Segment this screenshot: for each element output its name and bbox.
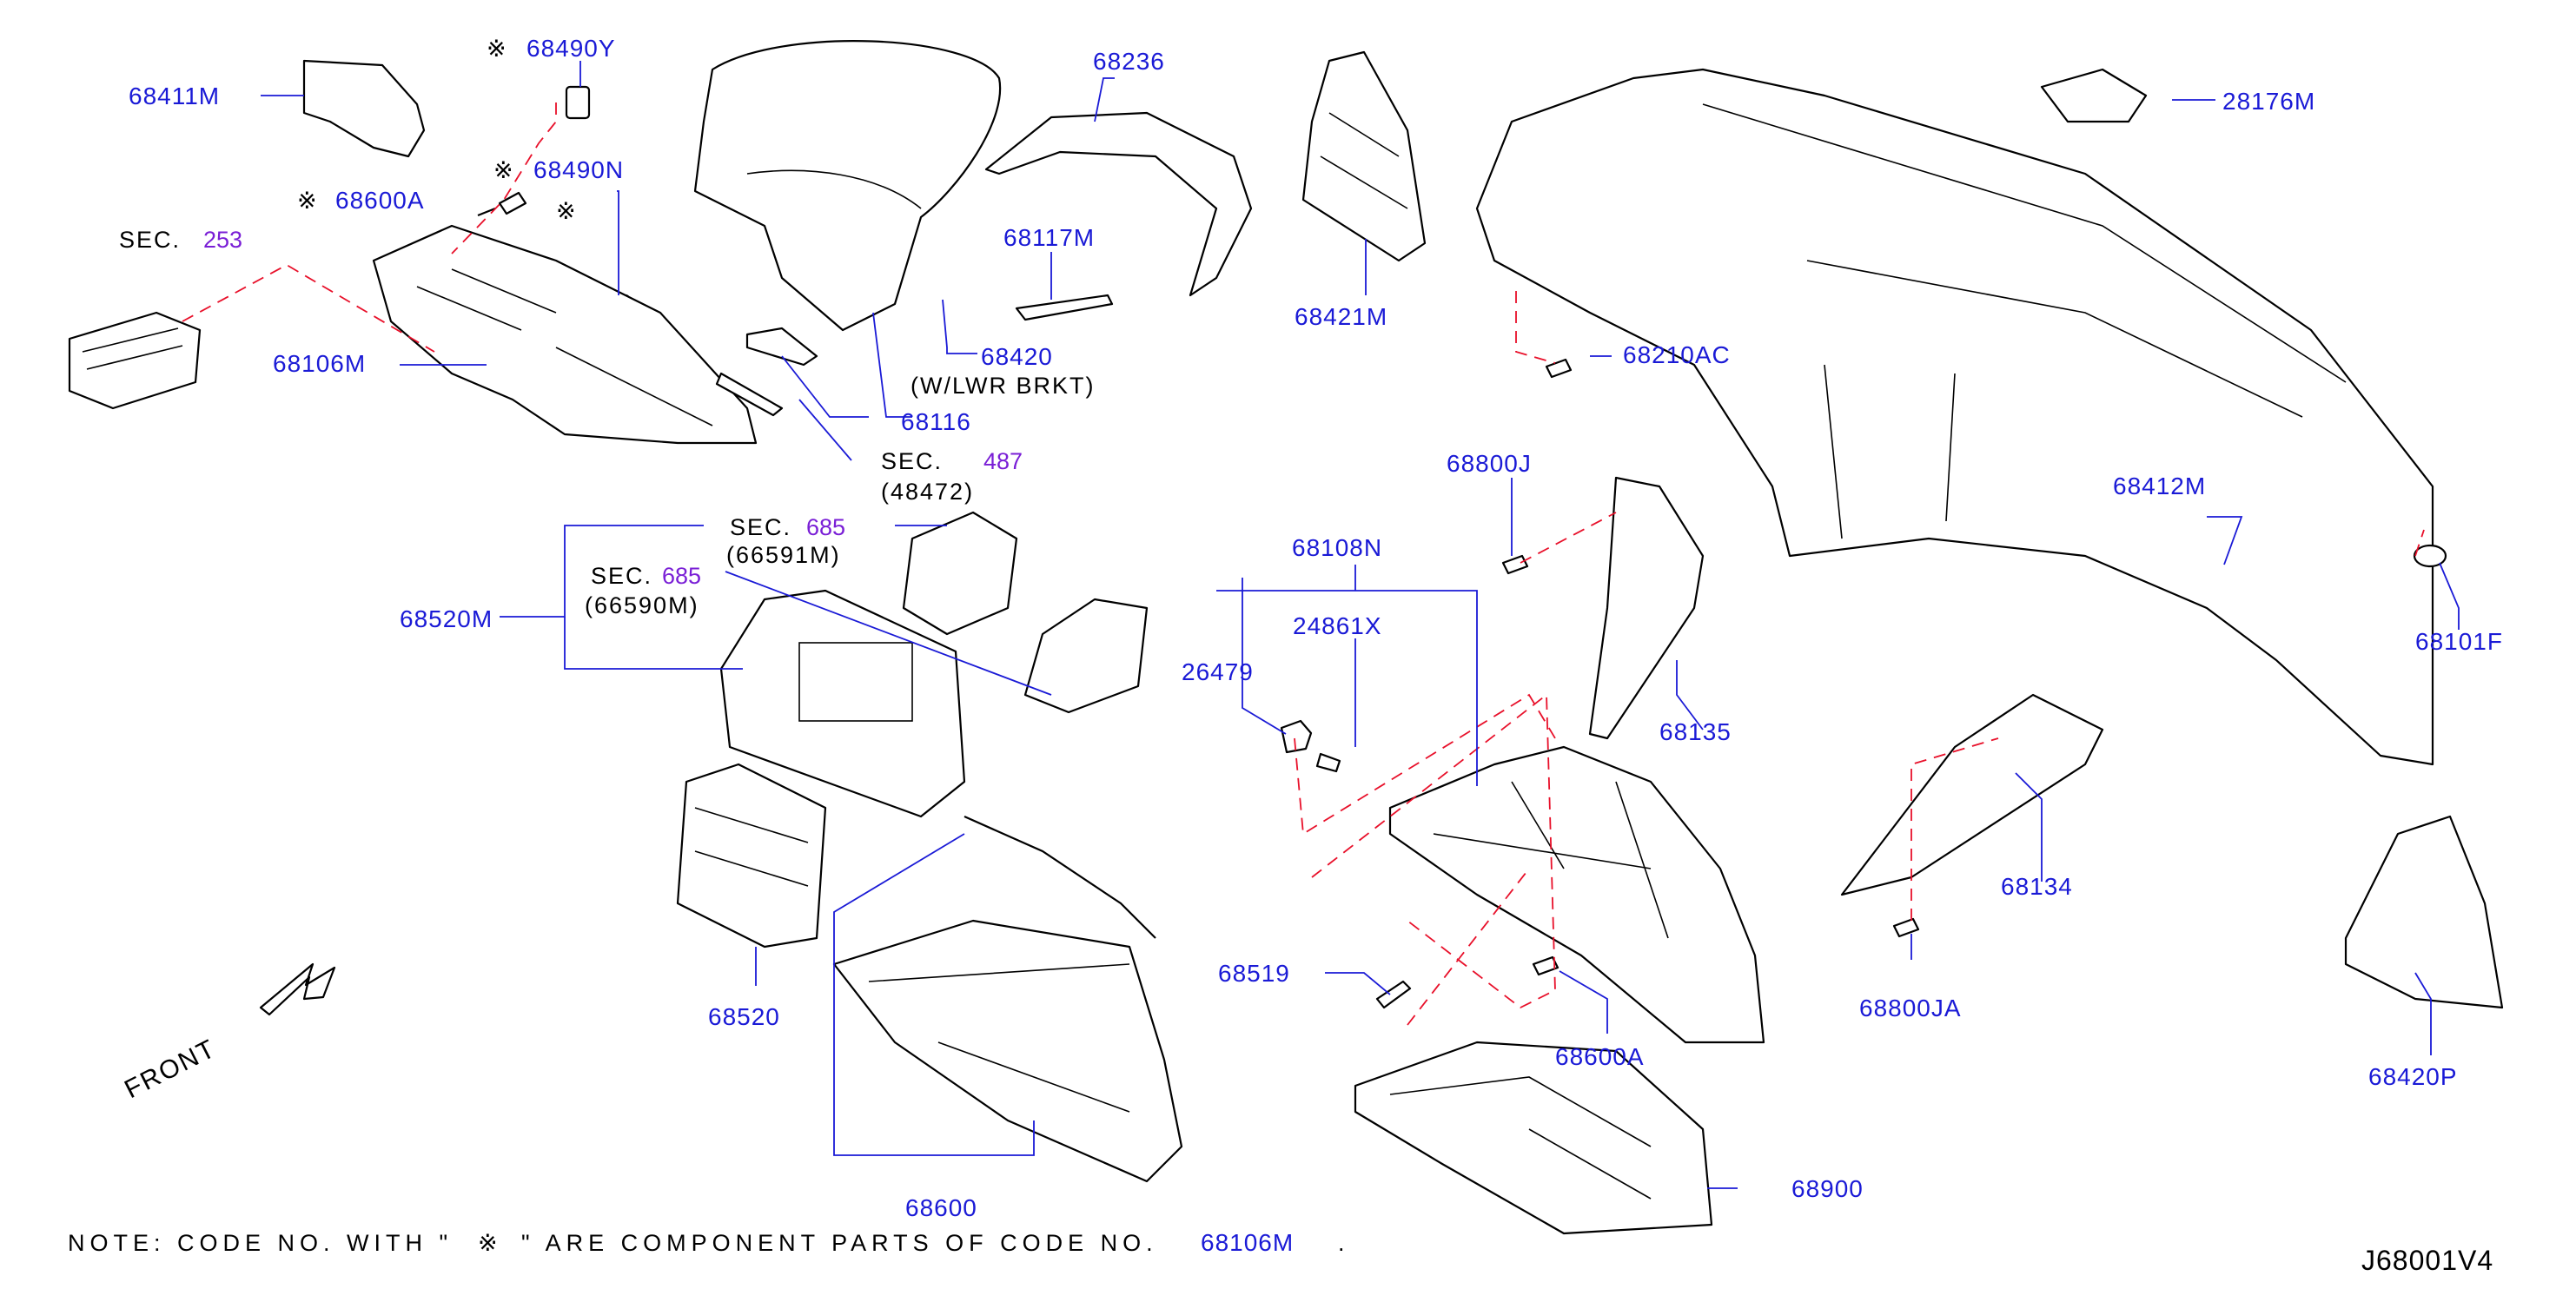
part-68411M-drawing (302, 59, 426, 158)
label-68106M: 68106M (273, 350, 366, 377)
note-code: 68106M (1201, 1229, 1294, 1256)
part-68108N-drawing (1388, 745, 1765, 1044)
label-68519: 68519 (1218, 960, 1290, 987)
label-68490N: 68490N (533, 156, 624, 183)
sec685a-sub: (66591M) (726, 542, 841, 568)
label-68135: 68135 (1659, 718, 1732, 745)
label-68116: 68116 (901, 408, 971, 435)
sec685b-sub: (66590M) (585, 592, 699, 618)
label-68900: 68900 (1791, 1175, 1864, 1202)
line-art (68, 40, 2504, 1235)
label-68411M: 68411M (129, 83, 220, 109)
part-labels: 68411M ※ 68490Y ※ 68490N ※ 68600A ※ SEC.… (119, 35, 2503, 1221)
note-after: " ARE COMPONENT PARTS OF CODE NO. (521, 1230, 1158, 1256)
label-68800J: 68800J (1447, 450, 1532, 477)
part-68800JA-drawing (1892, 917, 1920, 938)
part-68117M-drawing (1015, 294, 1114, 321)
label-68600A-lower: 68600A (1555, 1043, 1645, 1070)
part-sec685b-drawing (1023, 598, 1149, 714)
note-end: . (1338, 1230, 1350, 1256)
label-68420: 68420 (981, 343, 1053, 370)
part-68600-cable (964, 815, 1156, 939)
part-68236-drawing (984, 111, 1253, 297)
label-68520M: 68520M (400, 605, 493, 632)
sec685b-num: 685 (662, 563, 701, 589)
sec487-num: 487 (983, 448, 1023, 474)
label-68117M: 68117M (1003, 224, 1095, 251)
label-68101F: 68101F (2415, 628, 2503, 655)
part-26479-drawing (1280, 719, 1313, 754)
label-68600A: 68600A (335, 187, 425, 214)
front-label: FRONT (120, 1034, 221, 1104)
label-68421M: 68421M (1295, 303, 1387, 330)
sec253-num: 253 (203, 227, 242, 253)
diagram-id: J68001V4 (2361, 1245, 2493, 1276)
sec685a-prefix: SEC. (730, 514, 791, 540)
note-before: NOTE: CODE NO. WITH " (68, 1230, 453, 1256)
marker-68490N: ※ (493, 157, 515, 183)
label-68420P: 68420P (2368, 1063, 2458, 1090)
part-68800J-drawing (1501, 554, 1529, 575)
label-28176M: 28176M (2222, 88, 2315, 115)
part-68420-drawing (693, 40, 1002, 332)
part-68135-drawing (1588, 476, 1705, 740)
part-68106M-drawing (372, 224, 758, 445)
part-68490Y-drawing (565, 85, 591, 120)
label-68412M: 68412M (2113, 473, 2206, 499)
label-26479: 26479 (1182, 658, 1254, 685)
sec487-sub: (48472) (881, 479, 974, 505)
part-68520M-drawing (719, 589, 966, 818)
sec253-prefix: SEC. (119, 227, 181, 253)
label-68210AC: 68210AC (1623, 341, 1731, 368)
label-68520: 68520 (708, 1003, 780, 1030)
part-68420P-drawing (2344, 815, 2504, 1009)
sec487-prefix: SEC. (881, 448, 943, 474)
leader-lines (261, 61, 2460, 1189)
label-68420-note: (W/LWR BRKT) (911, 373, 1095, 399)
part-68412M-drawing (1475, 68, 2434, 766)
part-sec253-drawing (68, 311, 202, 410)
note-marker: ※ (478, 1230, 500, 1256)
label-68134: 68134 (2001, 873, 2073, 900)
part-68520-drawing (676, 763, 827, 949)
label-68800JA: 68800JA (1859, 995, 1962, 1021)
part-68421M-drawing (1301, 50, 1427, 262)
label-68236: 68236 (1093, 48, 1165, 75)
part-68519-drawing (1375, 980, 1412, 1009)
label-68600: 68600 (905, 1194, 977, 1221)
part-sec685a-drawing (902, 511, 1018, 636)
part-68900-drawing (1354, 1041, 1713, 1235)
label-24861X: 24861X (1293, 612, 1382, 639)
marker-unlabeled: ※ (556, 198, 578, 224)
label-68490Y: 68490Y (526, 35, 616, 62)
part-68600A-drawing (477, 191, 527, 217)
part-28176M-drawing (2040, 68, 2148, 123)
part-68101F-drawing (2413, 544, 2447, 568)
front-arrow-icon (259, 962, 336, 1016)
label-68108N: 68108N (1292, 534, 1382, 561)
part-68134-drawing (1840, 693, 2104, 896)
sec685a-num: 685 (806, 514, 845, 540)
marker-68600A: ※ (297, 188, 319, 214)
part-68600A-b-drawing (1532, 955, 1560, 976)
part-68600-drawing (832, 919, 1183, 1183)
sec685b-prefix: SEC. (591, 563, 652, 589)
footnote: NOTE: CODE NO. WITH " ※ " ARE COMPONENT … (68, 1229, 2493, 1276)
part-68116-drawing (745, 327, 818, 367)
marker-68490Y: ※ (487, 36, 508, 62)
part-68210AC-drawing (1545, 358, 1573, 379)
part-24861X-drawing (1315, 752, 1341, 773)
dashed-links (182, 102, 2425, 1026)
